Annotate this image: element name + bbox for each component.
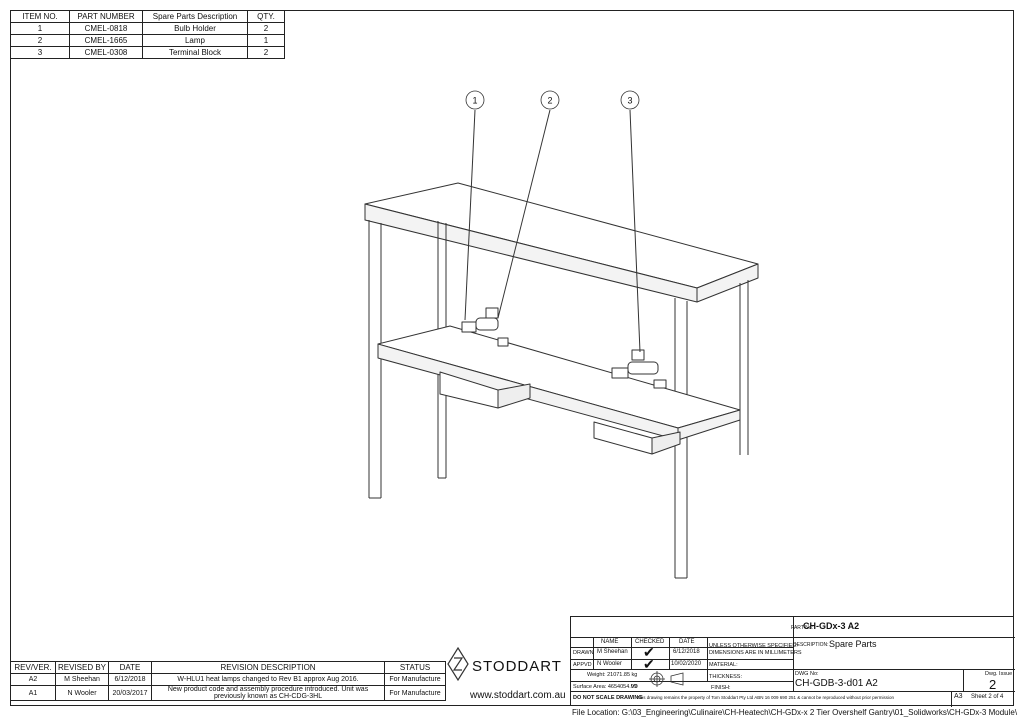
- revision-table: REV/VER. REVISED BY DATE REVISION DESCRI…: [10, 661, 447, 701]
- part-no-label: PART No:: [791, 625, 813, 631]
- col-name-label: NAME: [601, 639, 619, 645]
- drawn-name: M Sheehan: [597, 649, 628, 655]
- revision-date: 6/12/2018: [108, 673, 153, 686]
- dwg-issue: 2: [989, 677, 997, 692]
- apprvd-label: APPVD: [573, 662, 592, 668]
- callout-balloon-label: 1: [472, 95, 477, 105]
- revision-header-row: REV/VER. REVISED BY DATE REVISION DESCRI…: [10, 661, 447, 674]
- weight: Weight: 21071.85 kg: [587, 672, 638, 678]
- callout-balloon-3: 3: [620, 90, 640, 110]
- surface-area-suffix: V0: [631, 684, 638, 690]
- description-label: DESCRIPTION:: [793, 642, 829, 648]
- revision-by: M Sheehan: [54, 673, 110, 686]
- revision-desc: New product code and assembly procedure …: [151, 685, 386, 701]
- revision-header-date: DATE: [108, 661, 153, 674]
- bom-part: CMEL-0308: [69, 46, 143, 59]
- stoddart-logo-icon: [447, 646, 469, 682]
- bom-header-row: ITEM NO. PART NUMBER Spare Parts Descrip…: [10, 10, 285, 23]
- thickness-label: THICKNESS:: [709, 674, 743, 680]
- revision-row: A2 M Sheehan 6/12/2018 W-HLU1 heat lamps…: [10, 673, 447, 686]
- apprvd-name: N Wooler: [597, 661, 622, 667]
- projection-symbol-icon: [649, 671, 684, 687]
- unless-label: UNLESS OTHERWISE SPECIFIED:: [709, 643, 798, 649]
- property-note: This drawing remains the property of Tom…: [637, 695, 895, 700]
- dwg-issue-label: Dwg. Issue: [985, 671, 1013, 677]
- revision-header-by: REVISED BY: [54, 661, 110, 674]
- bom-qty: 2: [247, 46, 285, 59]
- surface-area: Surface Area: 4654054.09: [573, 684, 637, 690]
- revision-date: 20/03/2017: [108, 685, 153, 701]
- drawn-check-icon: ✔: [643, 644, 655, 660]
- revision-header-status: STATUS: [384, 661, 447, 674]
- dwg-no: CH-GDB-3-d01 A2: [795, 678, 878, 689]
- apprvd-check-icon: ✔: [643, 656, 655, 672]
- bom-row: 3 CMEL-0308 Terminal Block 2: [10, 46, 285, 59]
- revision-ver: A1: [10, 685, 56, 701]
- file-location: File Location: G:\03_Engineering\Culinai…: [572, 708, 1018, 717]
- revision-row: A1 N Wooler 20/03/2017 New product code …: [10, 685, 447, 701]
- sheet-number: Sheet 2 of 4: [971, 694, 1004, 700]
- revision-by: N Wooler: [54, 685, 110, 701]
- sheet-size: A3: [954, 693, 963, 700]
- material-label: MATERIAL:: [709, 662, 738, 668]
- bom-desc: Terminal Block: [142, 46, 248, 59]
- callout-balloon-2: 2: [540, 90, 560, 110]
- no-scale-label: DO NOT SCALE DRAWING: [573, 695, 643, 701]
- apprvd-date: 10/02/2020: [671, 661, 702, 667]
- callout-balloon-1: 1: [465, 90, 485, 110]
- revision-ver: A2: [10, 673, 56, 686]
- logo-name: STODDART: [472, 658, 562, 675]
- logo-url: www.stoddart.com.au: [470, 690, 566, 701]
- col-checked-label: CHECKED: [635, 639, 665, 645]
- title-block: PART No: CH-GDx-3 A2 DESCRIPTION: Spare …: [570, 616, 1015, 707]
- callout-balloon-label: 2: [547, 95, 552, 105]
- drawing-sheet-border: [10, 10, 1014, 706]
- part-no: CH-GDx-3 A2: [803, 621, 860, 631]
- drawn-date: 6/12/2018: [673, 649, 700, 655]
- bom-row: 1 CMEL-0818 Bulb Holder 2: [10, 22, 285, 35]
- callout-balloon-label: 3: [627, 95, 632, 105]
- dwg-no-label: DWG No:: [795, 671, 819, 677]
- finish-label: FINISH:: [711, 685, 731, 691]
- revision-desc: W-HLU1 heat lamps changed to Rev B1 appr…: [151, 673, 386, 686]
- revision-status: For Manufacture: [384, 685, 447, 701]
- drawn-label: DRAWN: [573, 650, 594, 656]
- revision-header-ver: REV/VER.: [10, 661, 56, 674]
- bom-table: ITEM NO. PART NUMBER Spare Parts Descrip…: [10, 10, 285, 59]
- revision-header-desc: REVISION DESCRIPTION: [151, 661, 386, 674]
- col-date-label: DATE: [679, 639, 695, 645]
- dims-label: DIMENSIONS ARE IN MILLIMETERS: [709, 650, 802, 656]
- revision-status: For Manufacture: [384, 673, 447, 686]
- description: Spare Parts: [829, 639, 877, 649]
